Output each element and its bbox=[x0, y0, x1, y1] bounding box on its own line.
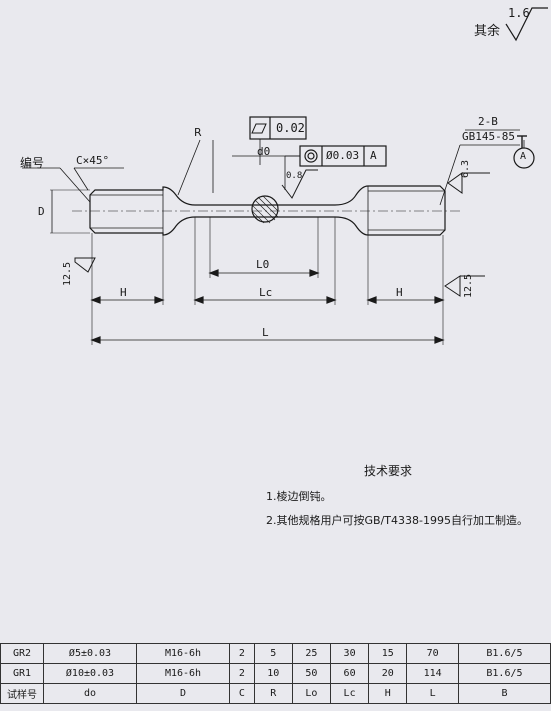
callout-standard: GB145-85 bbox=[462, 130, 515, 143]
table-header-cell: C bbox=[229, 683, 255, 704]
table-header-row: 试样号 do D C R Lo Lc H L B bbox=[0, 683, 551, 704]
runout-value: Ø0.03 bbox=[326, 149, 360, 162]
H-right-label: H bbox=[396, 286, 403, 299]
table-cell: 25 bbox=[291, 643, 332, 664]
table-cell: 60 bbox=[329, 663, 370, 684]
roughness-center: 0.8 bbox=[286, 171, 303, 181]
flatness-value: 0.02 bbox=[276, 121, 305, 135]
table-cell: M16-6h bbox=[136, 643, 230, 664]
datum-letter: A bbox=[520, 151, 527, 162]
number-label: 编号 bbox=[20, 156, 45, 170]
d0-label: d0 bbox=[257, 145, 271, 158]
surface-value: 1.6 bbox=[508, 6, 530, 20]
table-row: GR1 Ø10±0.03 M16-6h 2 10 50 60 20 114 B1… bbox=[0, 663, 551, 684]
tech-item-1: 1.棱边倒钝。 bbox=[266, 490, 332, 503]
table-cell: 114 bbox=[406, 663, 459, 684]
surface-roughness-symbol bbox=[505, 7, 548, 42]
Lc-label: Lc bbox=[259, 286, 273, 299]
callout-count: 2-B bbox=[478, 115, 498, 128]
roughness-right-bottom: 12.5 bbox=[463, 273, 474, 298]
specimen-outline bbox=[89, 185, 446, 236]
table-header-cell: L bbox=[406, 683, 459, 704]
table-cell: 2 bbox=[229, 663, 255, 684]
table-cell: 15 bbox=[368, 643, 408, 664]
table-header-cell: do bbox=[43, 683, 137, 704]
table-cell: GR2 bbox=[0, 643, 44, 664]
surface-label: 其余 bbox=[474, 24, 501, 39]
H-left-label: H bbox=[120, 286, 127, 299]
roughness-left: 12.5 bbox=[62, 261, 73, 286]
table-header-cell: R bbox=[253, 683, 293, 704]
radius-label: R bbox=[194, 126, 202, 139]
table-cell: 20 bbox=[368, 663, 408, 684]
tech-title: 技术要求 bbox=[364, 464, 413, 478]
table-cell: 50 bbox=[291, 663, 332, 684]
table-header-cell: B bbox=[457, 683, 551, 704]
L0-label: L0 bbox=[256, 258, 270, 271]
table-cell: 10 bbox=[253, 663, 293, 684]
table-cell: Ø10±0.03 bbox=[43, 663, 137, 684]
L-label: L bbox=[262, 326, 269, 339]
table-cell: 5 bbox=[253, 643, 293, 664]
table-cell: B1.6/5 bbox=[457, 643, 551, 664]
table-cell: Ø5±0.03 bbox=[43, 643, 137, 664]
table-header-cell: D bbox=[136, 683, 230, 704]
table-cell: B1.6/5 bbox=[457, 663, 551, 684]
table-header-cell: H bbox=[368, 683, 408, 704]
chamfer-label: C×45° bbox=[76, 154, 110, 167]
table-header-cell: 试样号 bbox=[0, 683, 44, 704]
tech-item-2: 2.其他规格用户可按GB/T4338-1995自行加工制造。 bbox=[266, 514, 528, 527]
table-row: GR2 Ø5±0.03 M16-6h 2 5 25 30 15 70 B1.6/… bbox=[0, 643, 551, 664]
table-header-cell: Lc bbox=[329, 683, 370, 704]
table-cell: M16-6h bbox=[136, 663, 230, 684]
table-cell: 2 bbox=[229, 643, 255, 664]
roughness-right-top: 6.3 bbox=[460, 159, 471, 178]
table-cell: 30 bbox=[329, 643, 370, 664]
runout-datum: A bbox=[370, 149, 377, 162]
flatness-frame bbox=[249, 116, 307, 140]
table-cell: 70 bbox=[406, 643, 459, 664]
spec-table: GR2 Ø5±0.03 M16-6h 2 5 25 30 15 70 B1.6/… bbox=[0, 643, 551, 704]
diameter-D-label: D bbox=[38, 205, 45, 218]
table-header-cell: Lo bbox=[291, 683, 332, 704]
table-cell: GR1 bbox=[0, 663, 44, 684]
section-circle bbox=[251, 195, 279, 223]
